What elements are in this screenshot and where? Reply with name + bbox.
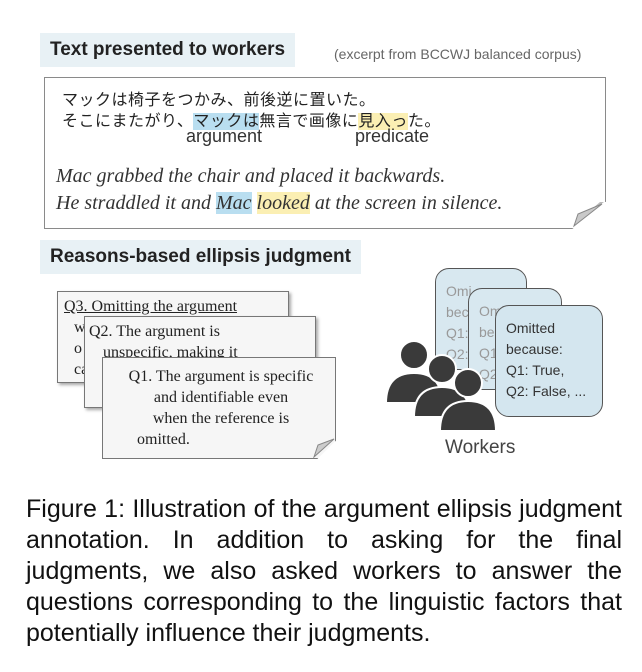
japanese-line-2: そこにまたがり、マックは無言で画像に見入った。 (62, 107, 441, 131)
jp-text: 無言で画像に (259, 113, 359, 130)
section-title-reasons-judgment: Reasons-based ellipsis judgment (40, 240, 361, 274)
page-fold-icon (312, 438, 335, 459)
en-text: at the screen in silence. (309, 192, 503, 214)
speech-bubble-front: Omitted because: Q1: True, Q2: False, ..… (495, 305, 603, 417)
bubble-line: Q1: True, (506, 362, 565, 378)
en-text: He straddled it and (56, 192, 216, 214)
jp-argument-highlight: マックは (193, 113, 260, 130)
bubble-line: bec (446, 304, 469, 320)
en-argument-highlight: Mac (216, 192, 252, 214)
question-card-q1: Q1. The argument is specific and identif… (102, 357, 336, 459)
en-predicate-highlight: looked (256, 192, 310, 214)
jp-text: た。 (407, 113, 441, 130)
section-title-text-presented: Text presented to workers (40, 33, 296, 67)
jp-predicate-highlight: 見入っ (358, 113, 408, 130)
q1-line: omitted. (137, 431, 190, 448)
bubble-line: Q1: (446, 325, 469, 341)
argument-label: argument (186, 126, 263, 146)
excerpt-note: (excerpt from BCCWJ balanced corpus) (334, 46, 582, 62)
japanese-line-1: マックは椅子をつかみ、前後逆に置いた。 (62, 92, 376, 109)
english-line-2: He straddled it and Mac looked at the sc… (56, 192, 502, 215)
english-line-1: Mac grabbed the chair and placed it back… (56, 165, 446, 187)
q2-line: Q2. The argument is (89, 323, 220, 340)
en-text (252, 192, 257, 214)
q3-line: o (74, 340, 82, 357)
people-icon (384, 340, 498, 432)
predicate-label: predicate (355, 126, 430, 146)
bubble-line: Omi (446, 283, 472, 299)
q3-line: w (74, 319, 86, 336)
q1-line: and identifiable even (153, 389, 289, 406)
jp-text: そこにまたがり、 (62, 113, 194, 130)
bubble-line: because: (506, 341, 563, 357)
q1-line: when the reference is (152, 410, 290, 427)
q1-line: Q1. The argument is specific (128, 368, 314, 385)
q2-line: unspecific, making it (103, 344, 238, 361)
figure-caption: Figure 1: Illustration of the argument e… (26, 495, 622, 647)
text-box (44, 77, 606, 229)
workers-label: Workers (445, 437, 516, 458)
page-fold-icon (570, 202, 606, 228)
bubble-line: Q2: False, ... (506, 383, 587, 399)
bubble-line: Omitted (506, 320, 556, 336)
q3-line: Q3. Omitting the argument (64, 298, 238, 315)
